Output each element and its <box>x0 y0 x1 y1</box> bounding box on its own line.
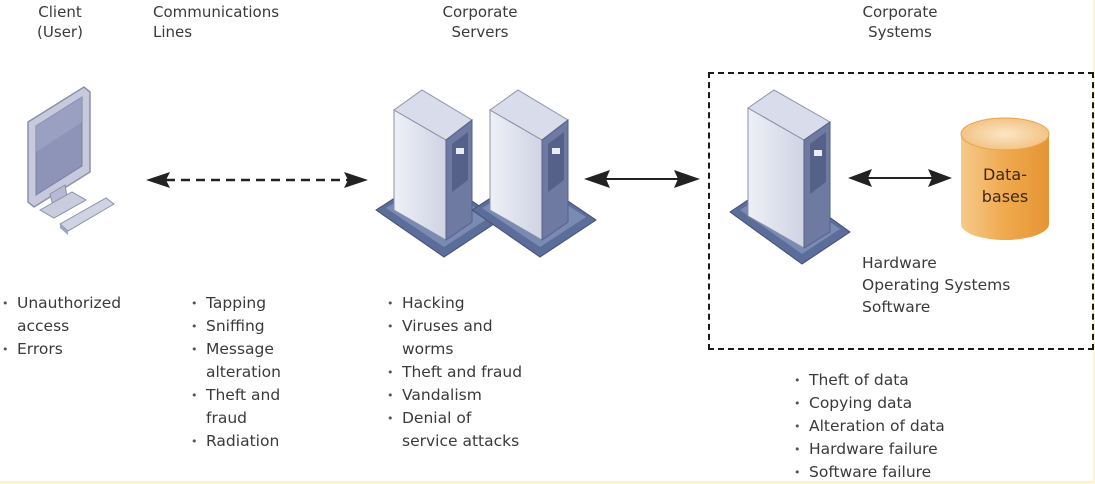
list-item: Theft and fraud <box>189 384 281 430</box>
list-item: Alteration of data <box>792 415 945 438</box>
list-item: Viruses and worms <box>385 315 522 361</box>
header-communications: Communications Lines <box>153 3 280 41</box>
list-item: Theft of data <box>792 369 945 392</box>
list-item: Hardware failure <box>792 438 945 461</box>
server-tower-2 <box>471 89 597 258</box>
header-systems: Corporate Systems <box>862 3 938 41</box>
list-item: Copying data <box>792 392 945 415</box>
list-item: Message alteration <box>189 338 281 384</box>
list-item: Tapping <box>189 292 281 315</box>
comm-dashed-double-arrow <box>146 172 368 188</box>
tower-server-icon <box>375 89 597 258</box>
list-item: Hacking <box>385 292 522 315</box>
corporate-systems-boundary <box>708 72 1094 350</box>
list-item: Denial of service attacks <box>385 407 522 453</box>
servers-threat-list: Hacking Viruses and worms Theft and frau… <box>385 292 522 453</box>
systems-threat-list: Theft of data Copying data Alteration of… <box>792 369 945 484</box>
database-cylinder-icon <box>960 117 1050 240</box>
server-tower-1 <box>375 89 501 258</box>
list-item: Vandalism <box>385 384 522 407</box>
header-client: Client (User) <box>37 3 83 41</box>
database-label: Data- bases <box>981 165 1029 206</box>
server-solid-double-arrow <box>584 170 700 188</box>
systems-label-software: Software <box>862 298 931 316</box>
list-item: Unauthorized access <box>0 292 121 338</box>
header-servers: Corporate Servers <box>442 3 518 41</box>
communications-threat-list: Tapping Sniffing Message alteration Thef… <box>189 292 281 453</box>
client-threat-list: Unauthorized access Errors <box>0 292 121 361</box>
list-item: Software failure <box>792 461 945 484</box>
list-item: Theft and fraud <box>385 361 522 384</box>
list-item: Sniffing <box>189 315 281 338</box>
db-solid-double-arrow <box>848 169 952 187</box>
systems-label-operating-systems: Operating Systems <box>862 276 1011 294</box>
tower-server-icon <box>729 89 851 265</box>
desktop-computer-icon <box>27 86 115 235</box>
list-item: Radiation <box>189 430 281 453</box>
list-item: Errors <box>0 338 121 361</box>
systems-label-hardware: Hardware <box>862 254 937 272</box>
